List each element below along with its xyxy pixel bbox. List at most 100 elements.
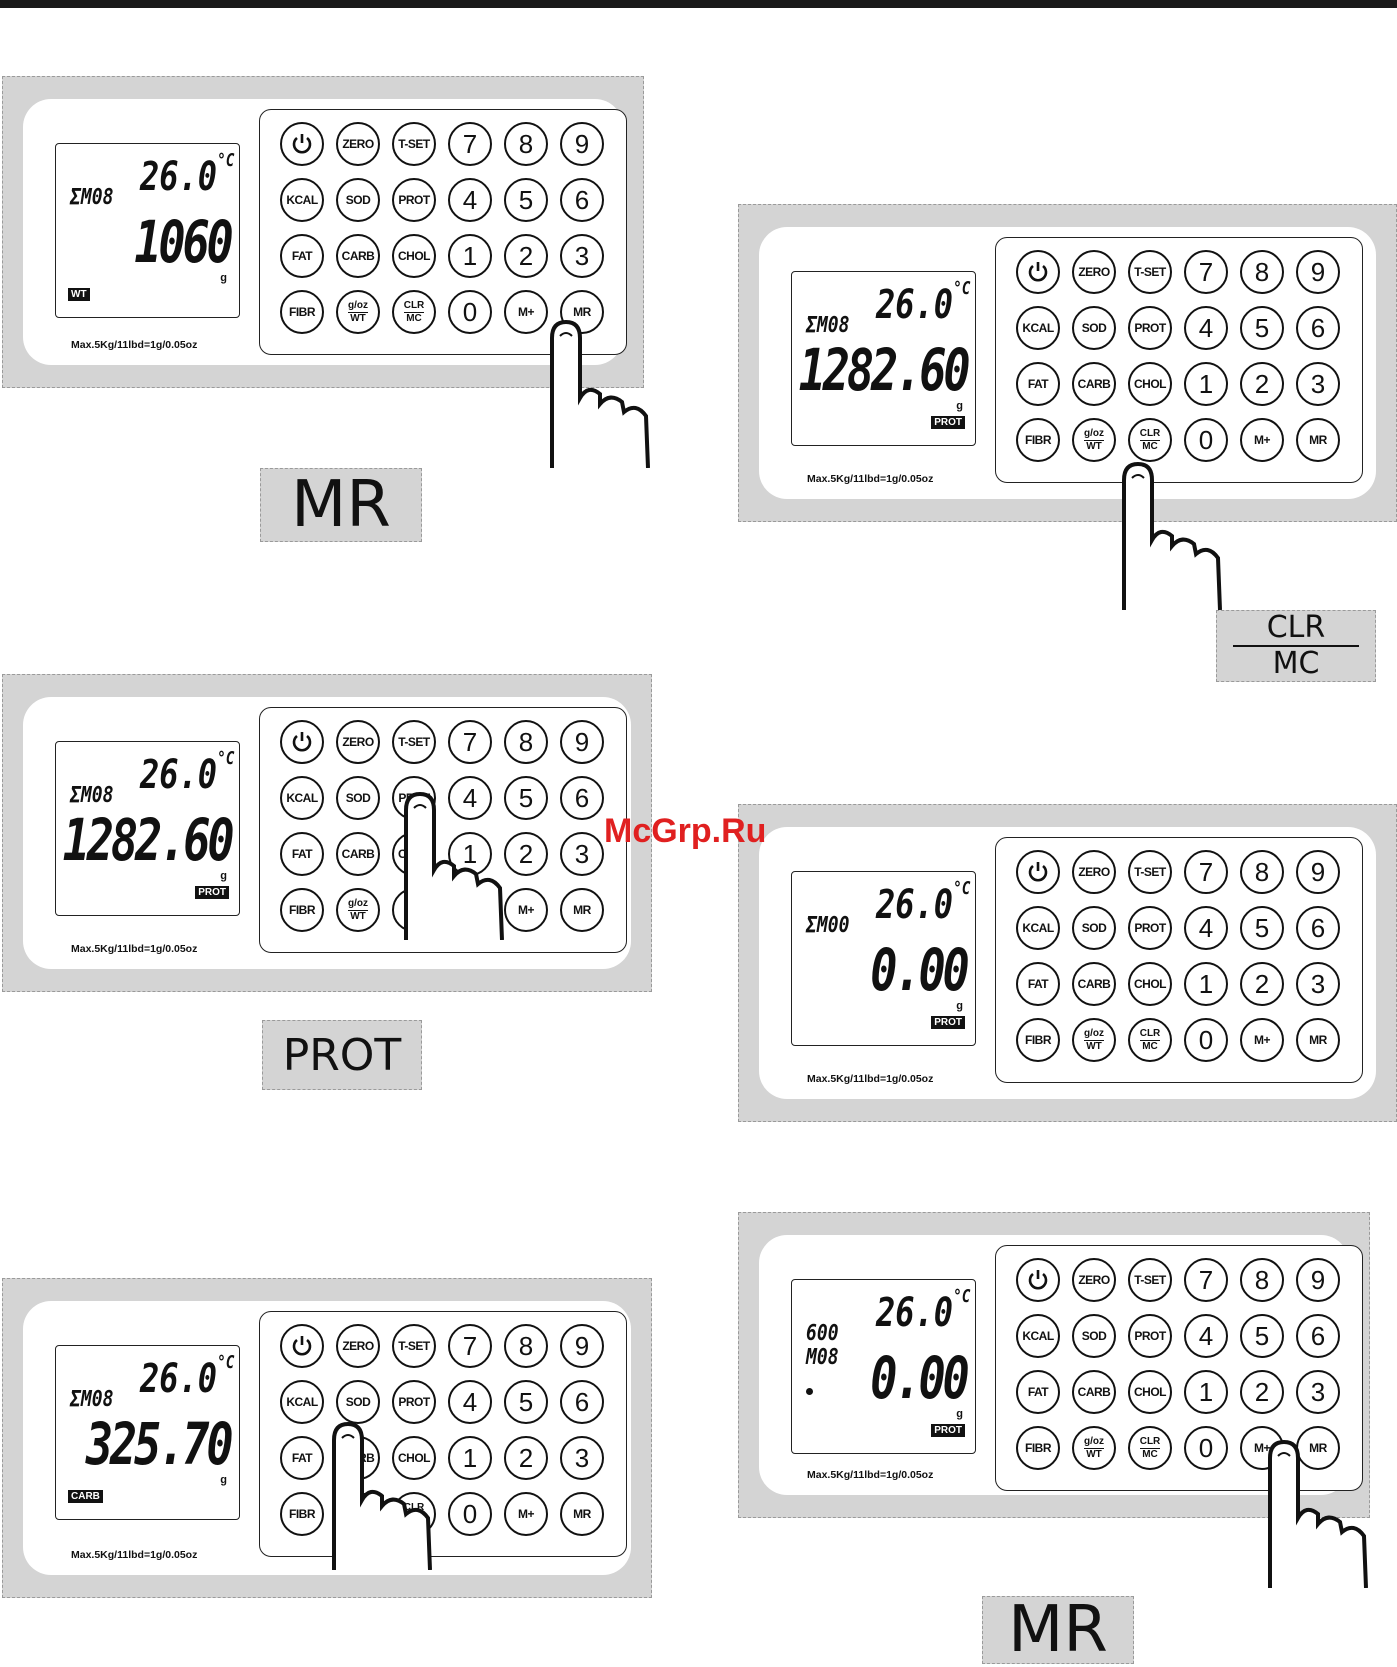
t-set-button[interactable]: T-SET <box>1128 250 1172 294</box>
chol-button[interactable]: CHOL <box>1128 1370 1172 1414</box>
zero-button[interactable]: ZERO <box>1072 1258 1116 1302</box>
power-button[interactable] <box>1016 1258 1060 1302</box>
carb-button[interactable]: CARB <box>336 832 380 876</box>
7-button[interactable]: 7 <box>448 122 492 166</box>
9-button[interactable]: 9 <box>560 1324 604 1368</box>
prot-button[interactable]: PROT <box>392 178 436 222</box>
7-button[interactable]: 7 <box>448 1324 492 1368</box>
5-button[interactable]: 5 <box>504 178 548 222</box>
m-button[interactable]: M+ <box>1240 1018 1284 1062</box>
chol-button[interactable]: CHOL <box>1128 362 1172 406</box>
mr-button[interactable]: MR <box>1296 1018 1340 1062</box>
power-button[interactable] <box>280 720 324 764</box>
mr-button[interactable]: MR <box>560 1492 604 1536</box>
power-button[interactable] <box>1016 850 1060 894</box>
2-button[interactable]: 2 <box>1240 362 1284 406</box>
chol-button[interactable]: CHOL <box>392 1436 436 1480</box>
2-button[interactable]: 2 <box>1240 1370 1284 1414</box>
6-button[interactable]: 6 <box>1296 306 1340 350</box>
8-button[interactable]: 8 <box>1240 1258 1284 1302</box>
5-button[interactable]: 5 <box>1240 906 1284 950</box>
0-button[interactable]: 0 <box>1184 1426 1228 1470</box>
kcal-button[interactable]: KCAL <box>1016 1314 1060 1358</box>
zero-button[interactable]: ZERO <box>336 1324 380 1368</box>
zero-button[interactable]: ZERO <box>1072 250 1116 294</box>
kcal-button[interactable]: KCAL <box>1016 306 1060 350</box>
power-button[interactable] <box>1016 250 1060 294</box>
4-button[interactable]: 4 <box>448 1380 492 1424</box>
7-button[interactable]: 7 <box>1184 250 1228 294</box>
3-button[interactable]: 3 <box>560 234 604 278</box>
carb-button[interactable]: CARB <box>1072 962 1116 1006</box>
mr-button[interactable]: MR <box>560 888 604 932</box>
2-button[interactable]: 2 <box>504 1436 548 1480</box>
kcal-button[interactable]: KCAL <box>280 178 324 222</box>
carb-button[interactable]: CARB <box>1072 1370 1116 1414</box>
fat-button[interactable]: FAT <box>280 832 324 876</box>
0-button[interactable]: 0 <box>1184 1018 1228 1062</box>
5-button[interactable]: 5 <box>1240 1314 1284 1358</box>
6-button[interactable]: 6 <box>560 776 604 820</box>
fibr-button[interactable]: FIBR <box>280 1492 324 1536</box>
prot-button[interactable]: PROT <box>1128 1314 1172 1358</box>
sod-button[interactable]: SOD <box>336 178 380 222</box>
7-button[interactable]: 7 <box>1184 850 1228 894</box>
3-button[interactable]: 3 <box>1296 962 1340 1006</box>
1-button[interactable]: 1 <box>448 234 492 278</box>
0-button[interactable]: 0 <box>1184 418 1228 462</box>
t-set-button[interactable]: T-SET <box>1128 1258 1172 1302</box>
carb-button[interactable]: CARB <box>336 234 380 278</box>
sod-button[interactable]: SOD <box>1072 306 1116 350</box>
1-button[interactable]: 1 <box>1184 1370 1228 1414</box>
3-button[interactable]: 3 <box>1296 362 1340 406</box>
fat-button[interactable]: FAT <box>280 234 324 278</box>
zero-button[interactable]: ZERO <box>336 122 380 166</box>
fat-button[interactable]: FAT <box>1016 1370 1060 1414</box>
8-button[interactable]: 8 <box>504 720 548 764</box>
9-button[interactable]: 9 <box>1296 850 1340 894</box>
0-button[interactable]: 0 <box>448 1492 492 1536</box>
4-button[interactable]: 4 <box>1184 306 1228 350</box>
6-button[interactable]: 6 <box>560 1380 604 1424</box>
9-button[interactable]: 9 <box>560 122 604 166</box>
sod-button[interactable]: SOD <box>336 776 380 820</box>
0-button[interactable]: 0 <box>448 290 492 334</box>
kcal-button[interactable]: KCAL <box>280 1380 324 1424</box>
2-button[interactable]: 2 <box>1240 962 1284 1006</box>
carb-button[interactable]: CARB <box>1072 362 1116 406</box>
1-button[interactable]: 1 <box>1184 362 1228 406</box>
prot-button[interactable]: PROT <box>1128 906 1172 950</box>
power-button[interactable] <box>280 122 324 166</box>
zero-button[interactable]: ZERO <box>1072 850 1116 894</box>
5-button[interactable]: 5 <box>504 1380 548 1424</box>
kcal-button[interactable]: KCAL <box>1016 906 1060 950</box>
prot-button[interactable]: PROT <box>392 1380 436 1424</box>
t-set-button[interactable]: T-SET <box>392 720 436 764</box>
7-button[interactable]: 7 <box>448 720 492 764</box>
4-button[interactable]: 4 <box>448 178 492 222</box>
1-button[interactable]: 1 <box>1184 962 1228 1006</box>
t-set-button[interactable]: T-SET <box>1128 850 1172 894</box>
7-button[interactable]: 7 <box>1184 1258 1228 1302</box>
3-button[interactable]: 3 <box>1296 1370 1340 1414</box>
6-button[interactable]: 6 <box>1296 906 1340 950</box>
fibr-button[interactable]: FIBR <box>1016 418 1060 462</box>
chol-button[interactable]: CHOL <box>392 234 436 278</box>
9-button[interactable]: 9 <box>1296 250 1340 294</box>
2-button[interactable]: 2 <box>504 234 548 278</box>
3-button[interactable]: 3 <box>560 832 604 876</box>
fibr-button[interactable]: FIBR <box>1016 1018 1060 1062</box>
t-set-button[interactable]: T-SET <box>392 122 436 166</box>
fat-button[interactable]: FAT <box>1016 362 1060 406</box>
6-button[interactable]: 6 <box>1296 1314 1340 1358</box>
fibr-button[interactable]: FIBR <box>1016 1426 1060 1470</box>
fat-button[interactable]: FAT <box>1016 962 1060 1006</box>
kcal-button[interactable]: KCAL <box>280 776 324 820</box>
8-button[interactable]: 8 <box>504 1324 548 1368</box>
